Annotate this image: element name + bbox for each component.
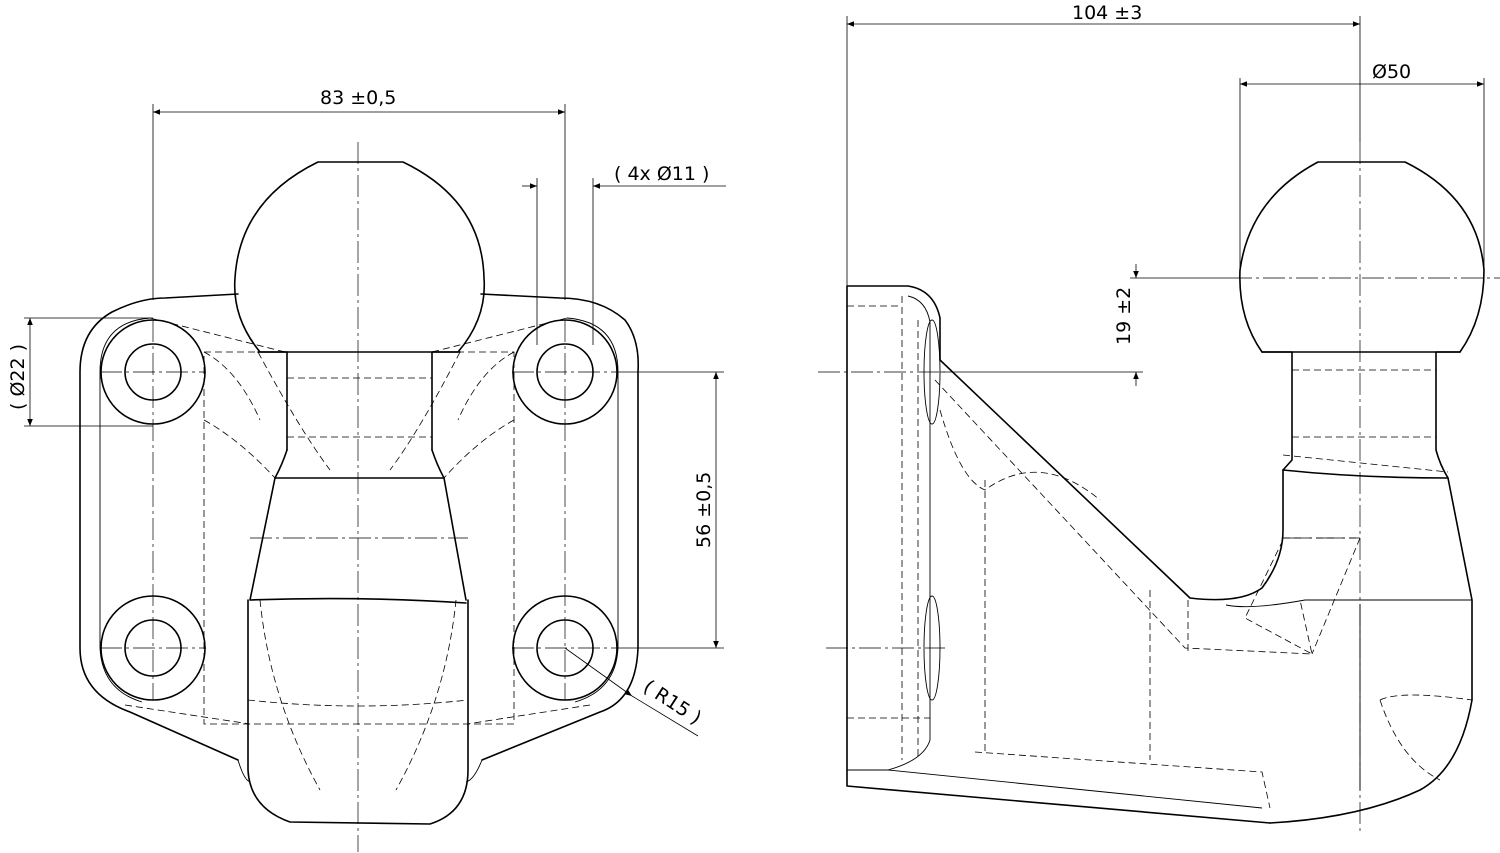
- side-center-lines: [818, 142, 1500, 835]
- side-neck-hidden: [1282, 369, 1449, 473]
- swan-neck-outline: [939, 359, 1284, 601]
- dim-height-label: 56 ±0,5: [693, 472, 715, 548]
- dim-length-label: 104 ±3: [1072, 2, 1142, 24]
- side-view: [818, 142, 1500, 835]
- dim-offset-label: 19 ±2: [1113, 287, 1135, 345]
- dim-width-label: 83 ±0,5: [320, 87, 396, 109]
- dim-ball-label: Ø50: [1372, 61, 1411, 83]
- dim-holes-label: ( 4x Ø11 ): [614, 163, 709, 185]
- side-ball-neck: [1261, 351, 1461, 479]
- front-view: [79, 142, 640, 852]
- tow-ball: [233, 161, 486, 353]
- swan-neck-curve: [1269, 469, 1473, 824]
- front-center-lines: [100, 142, 618, 852]
- swan-neck-inner: [1225, 599, 1472, 790]
- swan-neck-hidden: [934, 379, 1473, 781]
- flange-inner: [847, 295, 1263, 809]
- dim-bore-label: ( Ø22 ): [7, 344, 29, 410]
- dim-radius-label: ( R15 ): [639, 676, 705, 729]
- arm-body: [247, 599, 469, 825]
- flange-outline: [846, 285, 1271, 824]
- plate-inner-contour: [99, 317, 619, 703]
- plate-hidden-lines: [124, 317, 591, 725]
- mounting-plate-outline: [79, 293, 640, 761]
- neck-taper: [249, 449, 467, 604]
- arm-fillets: [237, 759, 483, 783]
- side-dimensions: 104 ±3 Ø50 19 ±2: [846, 2, 1485, 386]
- ball-neck: [257, 351, 461, 451]
- flange-hidden-lines: [847, 296, 1271, 809]
- side-tow-ball: [1239, 161, 1485, 353]
